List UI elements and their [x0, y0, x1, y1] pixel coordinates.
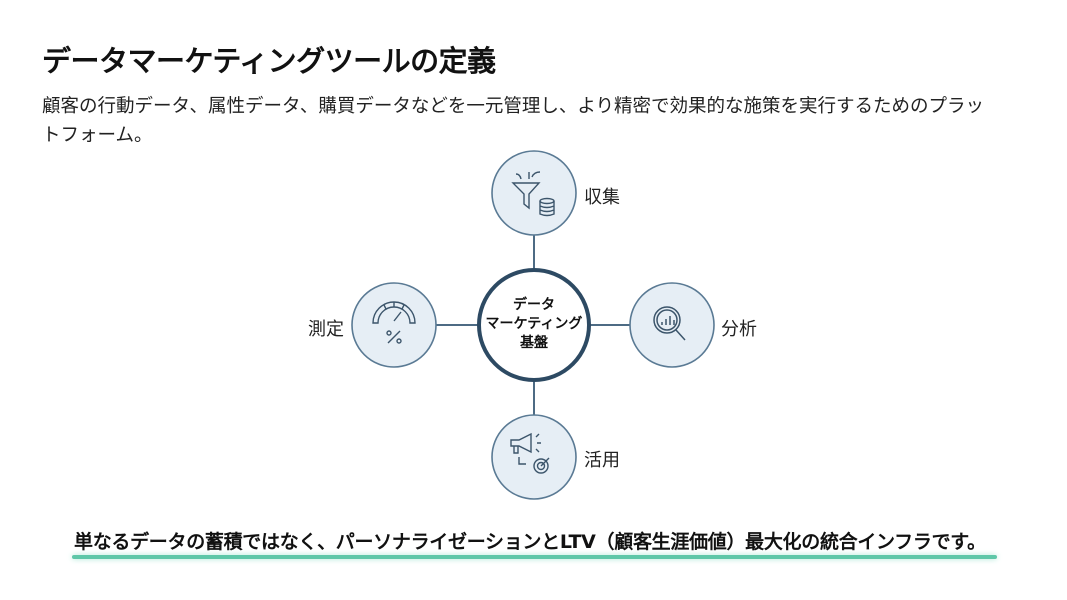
connectors: [436, 235, 630, 415]
funnel-database-icon: [511, 171, 555, 217]
node-collect: [491, 150, 577, 236]
node-measure: [351, 282, 437, 368]
node-utilize: [491, 414, 577, 500]
center-label-line3: 基盤: [520, 335, 548, 351]
gauge-percent-icon: [372, 301, 416, 344]
center-hub: [477, 268, 591, 382]
center-label-line2: マーケティング: [485, 316, 583, 332]
node-label-measure: 測定: [308, 319, 344, 340]
description: 顧客の行動データ、属性データ、購買データなどを一元管理し、より精密で効果的な施策…: [42, 96, 985, 146]
node-label-collect: 収集: [584, 187, 620, 208]
summary-text: 単なるデータの蓄積ではなく、パーソナライゼーションとLTV（顧客生涯価値）最大化…: [74, 531, 986, 553]
page-title: データマーケティングツールの定義: [42, 44, 496, 78]
center-label-line1: データ: [513, 297, 555, 313]
node-label-analyze: 分析: [721, 319, 757, 340]
megaphone-target-icon: [510, 432, 550, 474]
magnifier-chart-icon: [653, 306, 686, 341]
node-label-utilize: 活用: [584, 450, 620, 471]
center-label: データ マーケティング 基盤: [479, 296, 589, 353]
node-analyze: [629, 282, 715, 368]
summary-underline: [72, 555, 997, 559]
